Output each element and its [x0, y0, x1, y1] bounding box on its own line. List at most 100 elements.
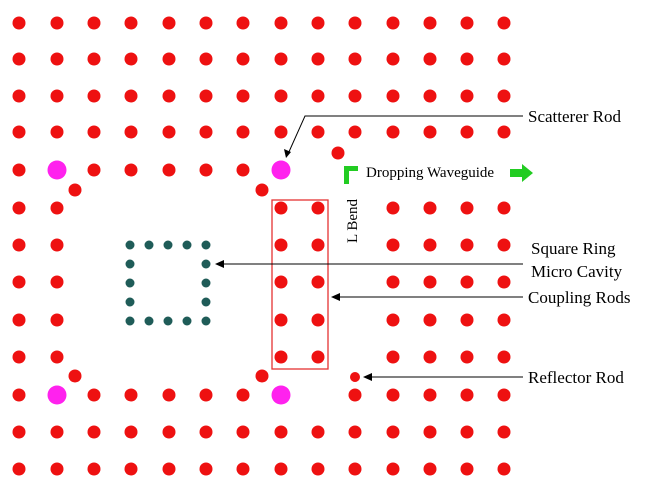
lattice-rod: [274, 89, 288, 103]
lattice-rod: [199, 16, 213, 30]
label-reflector-rod: Reflector Rod: [528, 368, 624, 387]
lattice-rod: [199, 163, 213, 177]
cavity-rod: [144, 240, 154, 250]
lattice-rod: [460, 425, 474, 439]
lattice-rod: [348, 16, 362, 30]
lattice-rod: [274, 16, 288, 30]
cavity-rod: [182, 316, 192, 326]
lattice-rod: [497, 89, 511, 103]
lattice-rod: [87, 16, 101, 30]
lattice-rod: [460, 238, 474, 252]
lattice-rod: [274, 350, 288, 364]
lattice-rod: [50, 425, 64, 439]
lattice-rod: [162, 52, 176, 66]
lattice-rod: [386, 125, 400, 139]
lattice-rod: [162, 425, 176, 439]
lattice-rod: [199, 462, 213, 476]
lattice-rod: [124, 163, 138, 177]
scatterer-rod: [271, 385, 291, 405]
reflector-rod: [350, 372, 360, 382]
lattice-rod: [50, 462, 64, 476]
corner-rod: [255, 183, 269, 197]
lattice-rod: [274, 201, 288, 215]
lattice-rod: [460, 313, 474, 327]
corner-rod: [68, 183, 82, 197]
lattice-rod: [423, 52, 437, 66]
lattice-rod: [236, 52, 250, 66]
lattice-rod: [497, 350, 511, 364]
lattice-rod: [348, 52, 362, 66]
label-micro-cavity: Micro Cavity: [531, 262, 623, 281]
lattice-rod: [124, 16, 138, 30]
cavity-rod: [201, 316, 211, 326]
lattice-rod: [386, 16, 400, 30]
lattice-rod: [124, 89, 138, 103]
lattice-rod: [348, 462, 362, 476]
lattice-rod: [423, 125, 437, 139]
lattice-rod: [50, 201, 64, 215]
lattice-rod: [497, 313, 511, 327]
l-bend-icon: [344, 166, 358, 184]
lattice-rod: [311, 201, 325, 215]
cavity-rod: [125, 259, 135, 269]
lattice-rod: [124, 462, 138, 476]
lattice-rod: [311, 125, 325, 139]
cavity-rod: [144, 316, 154, 326]
lattice-rod: [274, 462, 288, 476]
cavity-rod: [201, 240, 211, 250]
lattice-rod: [50, 238, 64, 252]
lattice-rod: [12, 89, 26, 103]
lattice-rod: [87, 462, 101, 476]
lattice-rod: [274, 275, 288, 289]
lattice-rod: [162, 125, 176, 139]
lattice-rod: [50, 350, 64, 364]
lattice-rod: [423, 16, 437, 30]
lattice-rod: [460, 350, 474, 364]
lattice-rod: [311, 313, 325, 327]
lattice-rod: [236, 16, 250, 30]
lattice-rod: [12, 275, 26, 289]
lattice-rod: [311, 350, 325, 364]
lattice-rod: [497, 52, 511, 66]
lattice-rod: [50, 313, 64, 327]
lattice-rod: [50, 16, 64, 30]
lattice-rod: [423, 425, 437, 439]
lattice-rod: [386, 238, 400, 252]
special-rods: [47, 146, 360, 405]
lattice-rod: [460, 89, 474, 103]
lattice-rod: [386, 52, 400, 66]
lattice-rod: [87, 388, 101, 402]
arrowhead-scatterer: [284, 149, 291, 158]
lattice-rod: [50, 125, 64, 139]
lattice-rod: [124, 125, 138, 139]
lattice-rod: [460, 275, 474, 289]
lattice-rod: [12, 52, 26, 66]
lattice-rod: [497, 425, 511, 439]
lattice-rod: [124, 425, 138, 439]
lattice-rod: [12, 425, 26, 439]
lattice-rod: [497, 125, 511, 139]
lattice-rod: [199, 388, 213, 402]
lattice-rod: [274, 238, 288, 252]
lattice-rod: [348, 89, 362, 103]
lattice-rod: [12, 125, 26, 139]
arrowhead-reflector: [363, 373, 372, 381]
lattice-rod: [199, 52, 213, 66]
lattice-rod: [311, 89, 325, 103]
lattice-rod: [12, 350, 26, 364]
lattice-rod: [274, 425, 288, 439]
lattice-rod: [460, 462, 474, 476]
cavity-rod: [201, 297, 211, 307]
lattice-rod: [497, 462, 511, 476]
lattice-rod: [50, 52, 64, 66]
lattice-rod: [87, 425, 101, 439]
label-l-bend: L Bend: [345, 198, 361, 243]
lattice-rod: [423, 350, 437, 364]
lattice-rod: [460, 125, 474, 139]
lattice-rod: [386, 201, 400, 215]
lattice-rod: [12, 462, 26, 476]
dropping-waveguide-arrow-icon: [510, 164, 533, 182]
cavity-rod: [201, 259, 211, 269]
scatterer-rod: [271, 160, 291, 180]
pointer-arrowheads: [215, 149, 372, 381]
